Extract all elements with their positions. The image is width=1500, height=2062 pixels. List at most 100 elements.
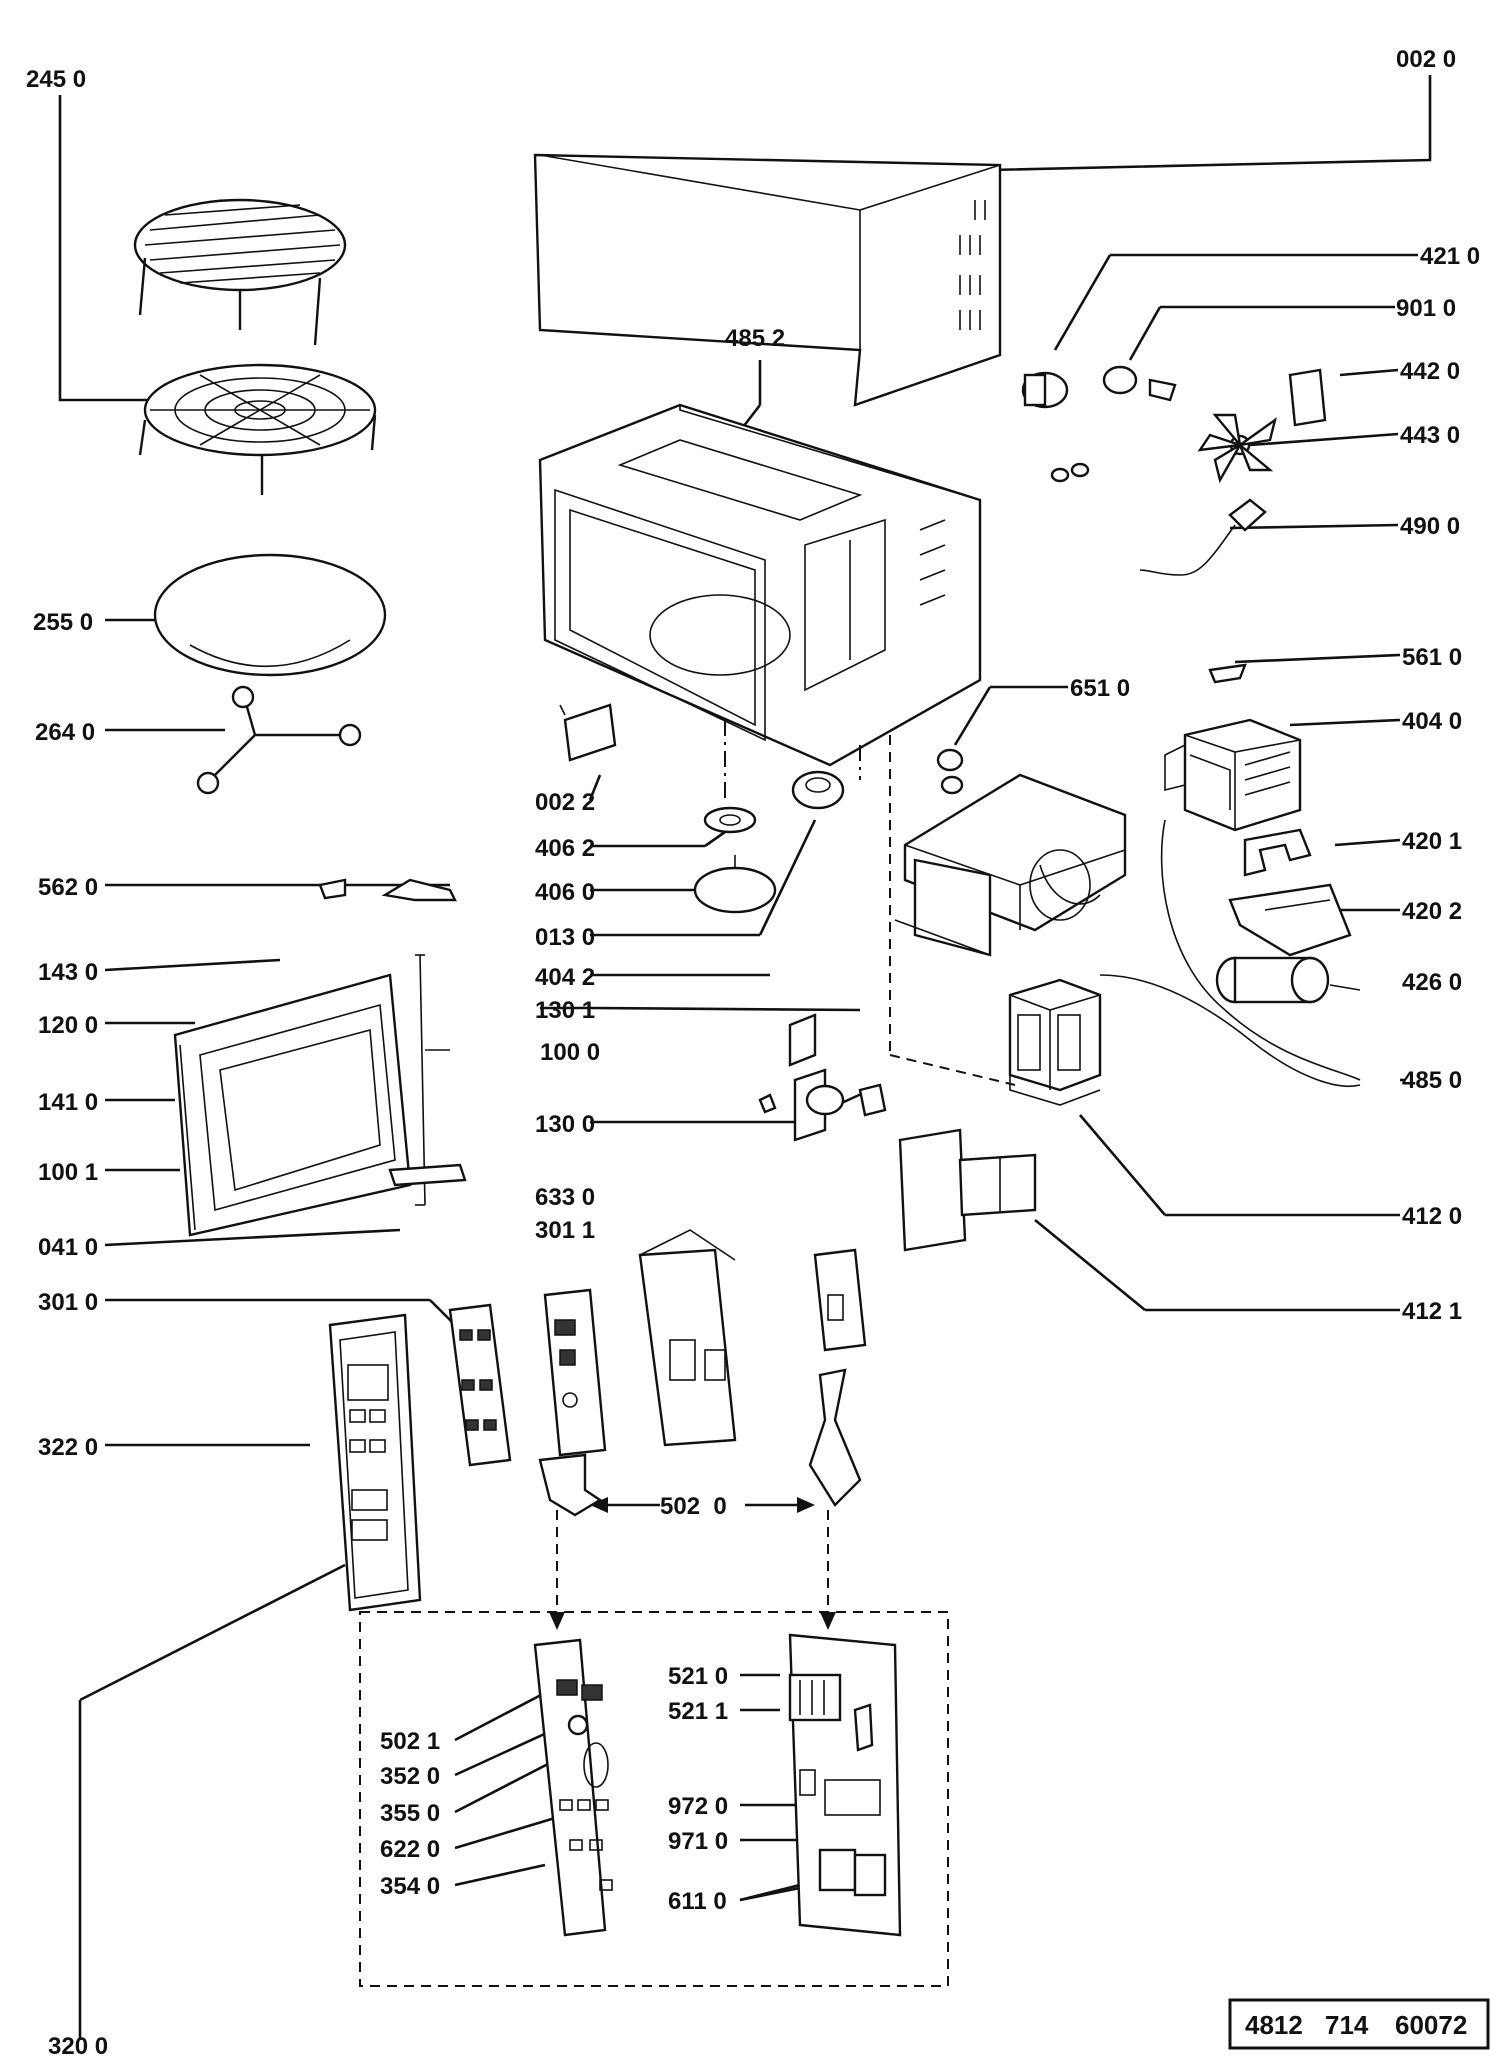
stamp-part-1: 4812 [1245, 2010, 1303, 2040]
outer-casing-part [533, 153, 1002, 407]
label-622-0: 622 0 [380, 1836, 440, 1863]
label-561-0: 561 0 [1402, 644, 1462, 671]
magnetron-part [1164, 718, 1302, 832]
label-002-0: 002 0 [1396, 46, 1456, 73]
label-255-0: 255 0 [33, 609, 93, 636]
label-355-0: 355 0 [380, 1800, 440, 1827]
label-971-0: 971 0 [668, 1828, 728, 1855]
switch-bracket-part [758, 1013, 887, 1142]
oven-cavity-part [538, 403, 982, 767]
label-264-0: 264 0 [35, 719, 95, 746]
label-502-0: 502 0 [660, 1493, 727, 1520]
part-labels: 245 0 002 0 421 0 901 0 442 0 443 0 490 … [26, 46, 1480, 2060]
label-013-0: 013 0 [535, 924, 595, 951]
door-assembly-part [173, 954, 450, 1237]
roller-support-part [196, 685, 362, 795]
connector-arrow-left [538, 1453, 603, 1517]
thermal-fuse-part [1102, 365, 1138, 395]
display-board-part [543, 1288, 607, 1457]
label-301-0: 301 0 [38, 1289, 98, 1316]
label-420-1: 420 1 [1402, 828, 1462, 855]
label-972-0: 972 0 [668, 1793, 728, 1820]
label-130-1: 130 1 [535, 997, 595, 1024]
label-420-2: 420 2 [1402, 898, 1462, 925]
label-406-2: 406 2 [535, 835, 595, 862]
stamp-part-2: 714 [1325, 2010, 1369, 2040]
label-404-2: 404 2 [535, 964, 595, 991]
label-633-0: 633 0 [535, 1184, 595, 1211]
bracket-part [1243, 828, 1312, 877]
label-301-1: 301 1 [535, 1217, 595, 1244]
label-141-0: 141 0 [38, 1089, 98, 1116]
round-rack-part [138, 363, 377, 495]
label-521-1: 521 1 [668, 1698, 728, 1725]
connector-arrow-right [808, 1368, 862, 1507]
label-354-0: 354 0 [380, 1873, 440, 1900]
label-406-0: 406 0 [535, 879, 595, 906]
label-352-0: 352 0 [380, 1763, 440, 1790]
dashed-arrows [549, 1510, 836, 1630]
label-421-0: 421 0 [1420, 243, 1480, 270]
grill-rack-part [133, 198, 347, 346]
control-panel-part [328, 1313, 422, 1612]
bushing-part [1050, 462, 1090, 483]
label-490-0: 490 0 [1400, 513, 1460, 540]
label-245-0: 245 0 [26, 66, 86, 93]
detail-power-board-part [788, 1633, 902, 1937]
fuse-holder-part [1021, 371, 1069, 409]
transformer-part [1008, 978, 1102, 1106]
cavity-vents [919, 519, 946, 606]
thermal-cutout-part [936, 748, 964, 795]
label-502-0-arrows [590, 1497, 815, 1513]
clip-part [1148, 378, 1177, 402]
label-002-2: 002 2 [535, 789, 595, 816]
label-404-0: 404 0 [1402, 708, 1462, 735]
casing-vents [959, 200, 986, 330]
label-130-0: 130 0 [535, 1111, 595, 1138]
label-651-0: 651 0 [1070, 675, 1130, 702]
fan-blade-part [1197, 413, 1277, 484]
label-443-0: 443 0 [1400, 422, 1460, 449]
coupler-part [703, 806, 757, 834]
wiring-path [889, 735, 1016, 1086]
fan-housing-part [894, 773, 1127, 957]
label-502-1: 502 1 [380, 1728, 440, 1755]
relay-board-part [638, 1229, 737, 1447]
small-hook-part [318, 878, 457, 902]
label-485-2: 485 2 [725, 325, 785, 352]
detail-box [359, 1611, 949, 1987]
hv-cable-part [1160, 819, 1361, 1081]
power-board-part [813, 1248, 867, 1352]
label-143-0: 143 0 [38, 959, 98, 986]
label-412-1: 412 1 [1402, 1298, 1462, 1325]
door-hook-part [388, 1163, 467, 1187]
label-442-0: 442 0 [1400, 358, 1460, 385]
shield-plate-part [898, 1128, 1037, 1252]
latch-bracket-part [559, 703, 617, 762]
label-322-0: 322 0 [38, 1434, 98, 1461]
label-611-0: 611 0 [668, 1888, 727, 1915]
power-cord-part [1139, 498, 1267, 576]
fan-motor-bracket-part [1288, 368, 1327, 427]
keypad-board-part [448, 1303, 512, 1467]
roller-hub-part [791, 770, 845, 810]
mounting-plate-part [1228, 883, 1352, 957]
label-100-0: 100 0 [540, 1039, 600, 1066]
label-412-0: 412 0 [1402, 1203, 1462, 1230]
part-number-stamp: 4812 714 60072 [1228, 1998, 1490, 2050]
small-clip-part [1208, 663, 1247, 684]
label-521-0: 521 0 [668, 1663, 728, 1690]
label-320-0: 320 0 [48, 2033, 108, 2060]
label-120-0: 120 0 [38, 1012, 98, 1039]
stamp-part-3: 60072 [1395, 2010, 1467, 2040]
hv-capacitor-part [1215, 956, 1361, 1004]
turntable-motor-part [693, 855, 777, 914]
label-426-0: 426 0 [1402, 969, 1462, 996]
label-562-0: 562 0 [38, 874, 98, 901]
label-041-0: 041 0 [38, 1234, 98, 1261]
ground-cable-part [1099, 974, 1361, 1087]
detail-keypad-board-part [533, 1638, 613, 1937]
label-100-1: 100 1 [38, 1159, 98, 1186]
leader-lines [58, 75, 1432, 2040]
